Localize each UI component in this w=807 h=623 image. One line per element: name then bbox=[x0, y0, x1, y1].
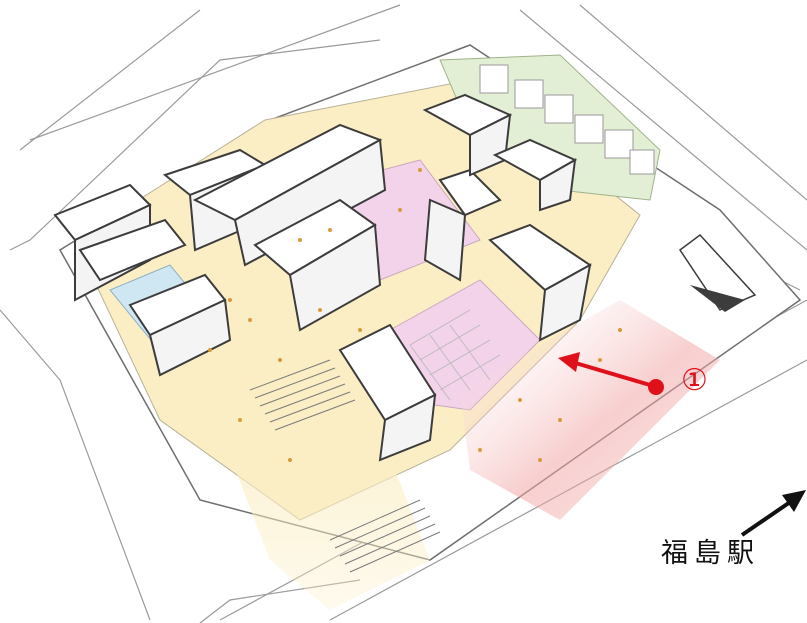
station-arrow-icon bbox=[740, 490, 806, 537]
red-gradient-area bbox=[460, 300, 720, 520]
marker-dot bbox=[648, 379, 664, 395]
people-dots bbox=[208, 168, 622, 462]
lower-plaza bbox=[220, 380, 430, 610]
marker-arrow-icon bbox=[558, 352, 664, 395]
building-blocks bbox=[53, 93, 592, 462]
station-label: 福島駅 bbox=[661, 538, 760, 569]
floor-grid bbox=[409, 309, 501, 401]
marker-number-label: ① bbox=[681, 363, 708, 398]
stairs bbox=[249, 359, 441, 573]
green-area-cubes bbox=[479, 64, 655, 175]
